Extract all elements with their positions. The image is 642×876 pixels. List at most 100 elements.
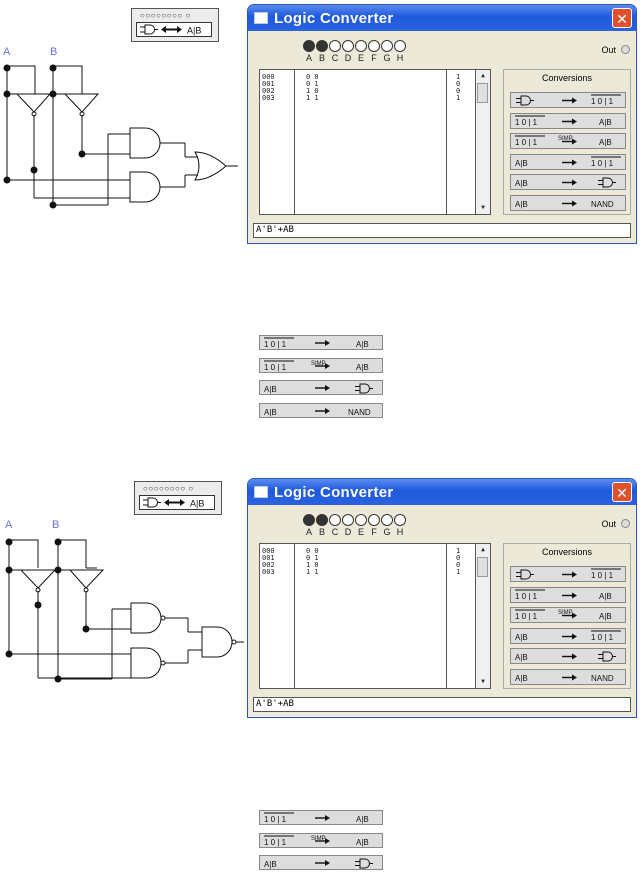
input-led-h[interactable]	[394, 40, 406, 52]
circuit-schematic: A B	[5, 519, 244, 683]
window-icon	[254, 12, 268, 24]
ab-label: A|B	[515, 633, 528, 642]
scroll-thumb[interactable]	[477, 557, 488, 577]
logic-converter-icon[interactable]: ○○○○○○○○ ○ A|B	[134, 481, 222, 515]
input-led-g[interactable]	[381, 40, 393, 52]
convert-ab-to-gate-button[interactable]: A|B	[259, 855, 383, 870]
input-led-c[interactable]	[329, 40, 341, 52]
input-label-b: B	[52, 519, 59, 531]
table-label: 1 0 | 1	[515, 592, 538, 601]
out-radio[interactable]	[621, 45, 630, 54]
window-title: Logic Converter	[274, 9, 394, 27]
input-led-b[interactable]	[316, 514, 328, 526]
logic-converter-icon[interactable]: ○○○○○○○○ ○ A|B	[131, 8, 219, 42]
input-led-b[interactable]	[316, 40, 328, 52]
table-scrollbar[interactable]: ▲ ▼	[475, 70, 490, 214]
ab-label: A|B	[599, 612, 612, 621]
ab-label: A|B	[599, 592, 612, 601]
convert-ab-to-gate-button[interactable]: A|B	[510, 174, 626, 190]
input-led-d[interactable]	[342, 40, 354, 52]
input-led-label: D	[344, 53, 352, 63]
table-label: 1 0 | 1	[591, 633, 614, 642]
out-label: Out	[601, 519, 616, 529]
ab-label: A|B	[515, 200, 528, 209]
title-bar[interactable]: Logic Converter ✕	[248, 479, 636, 505]
table-divider	[294, 70, 295, 214]
convert-gate-to-table-button[interactable]: 1 0 | 1	[510, 566, 626, 582]
close-button[interactable]: ✕	[612, 8, 632, 28]
scroll-up-icon[interactable]: ▲	[481, 72, 485, 79]
truth-table-inputs: 0 0 0 1 1 0 1 1	[306, 547, 319, 576]
table-label: 1 0 | 1	[591, 159, 614, 168]
ab-label: A|B	[599, 138, 612, 147]
ab-label: A|B	[515, 653, 528, 662]
input-led-d[interactable]	[342, 514, 354, 526]
input-led-label: D	[344, 527, 352, 537]
convert-ab-to-table-button[interactable]: A|B 1 0 | 1	[510, 153, 626, 170]
circuit-schematic: A B	[3, 46, 238, 209]
convert-table-to-ab-simplified-button[interactable]: 1 0 | 1 SIMP A|B	[510, 133, 626, 149]
simp-label: SIMP	[311, 361, 326, 367]
expression-field[interactable]: A'B'+AB	[253, 697, 631, 712]
table-label: 1 0 | 1	[264, 838, 287, 847]
convert-gate-to-table-button[interactable]: 1 0 | 1	[510, 92, 626, 108]
nand-label: NAND	[348, 408, 371, 417]
input-led-e[interactable]	[355, 40, 367, 52]
input-led-label: G	[383, 53, 391, 63]
input-led-label: B	[318, 53, 325, 63]
convert-ab-to-nand-button[interactable]: A|B NAND	[510, 194, 626, 211]
expression-field[interactable]: A'B'+AB	[253, 223, 631, 238]
truth-table[interactable]: 000 001 002 003 0 0 0 1 1 0 1 1 1 0 0 1 …	[259, 69, 491, 215]
input-led-label: B	[318, 527, 325, 537]
truth-table-rows: 000 001 002 003	[262, 547, 275, 576]
input-led-g[interactable]	[381, 514, 393, 526]
truth-table[interactable]: 000 001 002 003 0 0 0 1 1 0 1 1 1 0 0 1 …	[259, 543, 491, 689]
table-label: 1 0 | 1	[515, 138, 538, 147]
convert-ab-to-gate-button[interactable]: A|B	[259, 380, 383, 395]
input-led-f[interactable]	[368, 514, 380, 526]
close-button[interactable]: ✕	[612, 482, 632, 502]
input-led-a[interactable]	[303, 514, 315, 526]
input-led-f[interactable]	[368, 40, 380, 52]
input-led-label: A	[305, 527, 312, 537]
scroll-up-icon[interactable]: ▲	[481, 546, 485, 553]
input-led-h[interactable]	[394, 514, 406, 526]
convert-ab-to-table-button[interactable]: A|B 1 0 | 1	[510, 627, 626, 644]
scroll-down-icon[interactable]: ▼	[481, 678, 485, 685]
input-led-a[interactable]	[303, 40, 315, 52]
input-led-label: C	[331, 53, 339, 63]
table-label: 1 0 | 1	[264, 815, 287, 824]
convert-ab-to-gate-button[interactable]: A|B	[510, 648, 626, 664]
ab-label: A|B	[515, 159, 528, 168]
out-radio[interactable]	[621, 519, 630, 528]
gate-to-ab-icon: A|B	[143, 497, 204, 509]
window-icon	[254, 486, 268, 498]
title-bar[interactable]: Logic Converter ✕	[248, 5, 636, 31]
ab-label: A|B	[356, 340, 369, 349]
convert-table-to-ab-button[interactable]: 1 0 | 1 A|B	[510, 586, 626, 603]
input-led-label: E	[357, 527, 364, 537]
table-scrollbar[interactable]: ▲ ▼	[475, 544, 490, 688]
scroll-down-icon[interactable]: ▼	[481, 204, 485, 211]
input-led-c[interactable]	[329, 514, 341, 526]
table-label: 1 0 | 1	[591, 571, 614, 580]
simp-label: SIMP	[558, 136, 573, 142]
nand-label: NAND	[591, 200, 614, 209]
input-led-e[interactable]	[355, 514, 367, 526]
input-label-b: B	[50, 46, 57, 58]
scroll-thumb[interactable]	[477, 83, 488, 103]
